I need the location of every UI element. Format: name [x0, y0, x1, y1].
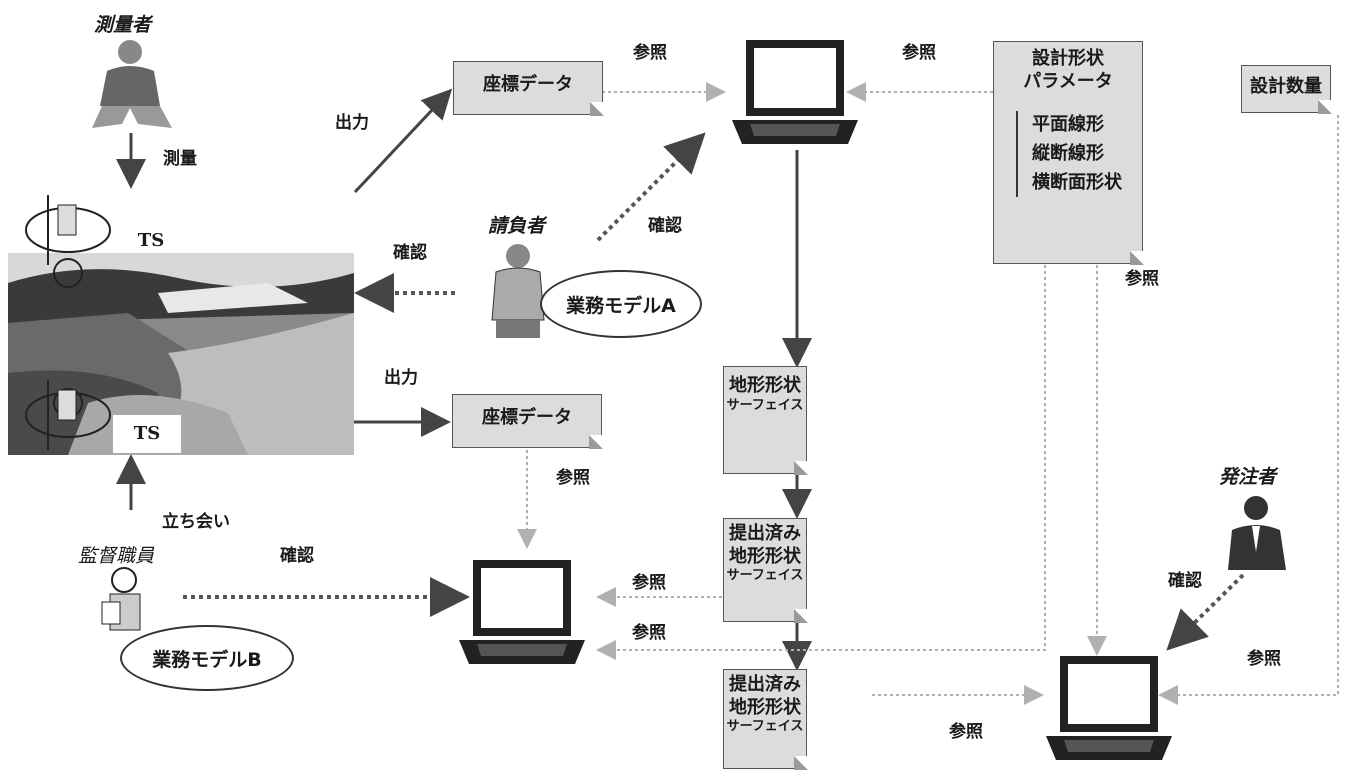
- terrain-line2: サーフェイス: [724, 398, 806, 414]
- model-b-ellipse: 業務モデルB: [120, 625, 294, 691]
- submitted1-line2: 地形形状: [724, 546, 806, 569]
- submitted2-line2: 地形形状: [724, 697, 806, 720]
- laptop-supervisor-icon: [455, 558, 589, 670]
- submitted1-line3: サーフェイス: [724, 568, 806, 584]
- terrain-surface-doc: 地形形状 サーフェイス: [723, 366, 807, 474]
- output-mid-label: 出力: [384, 363, 418, 388]
- total-station-icon-top: [8, 185, 118, 275]
- ref-laptop2-a-label: 参照: [632, 568, 666, 593]
- design-item-profile: 縦断線形: [1032, 140, 1142, 169]
- submitted2-line3: サーフェイス: [724, 719, 806, 735]
- design-params-line2: パラメータ: [994, 71, 1142, 94]
- coord-data-mid-label: 座標データ: [482, 407, 572, 428]
- submitted2-line1: 提出済み: [724, 674, 806, 697]
- submitted-surface-doc-2: 提出済み 地形形状 サーフェイス: [723, 669, 807, 769]
- laptop-contractor-icon: [728, 38, 862, 150]
- ref-laptop2-b-label: 参照: [632, 618, 666, 643]
- ref-design-label: 参照: [1125, 264, 1159, 289]
- design-params-doc: 設計形状 パラメータ 平面線形 縦断線形 横断面形状: [993, 41, 1143, 264]
- coord-data-mid-doc: 座標データ: [452, 394, 602, 448]
- model-b-label: 業務モデルB: [152, 645, 261, 672]
- model-a-ellipse: 業務モデルA: [540, 270, 702, 338]
- design-item-cross: 横断面形状: [1032, 169, 1142, 198]
- confirm-supervisor-label: 確認: [280, 541, 314, 566]
- model-a-label: 業務モデルA: [566, 291, 676, 318]
- ref-top-right-label: 参照: [902, 38, 936, 63]
- contractor-role: 請負者: [488, 211, 545, 238]
- output-top-label: 出力: [335, 108, 369, 133]
- ref-bottom-label: 参照: [949, 717, 983, 742]
- supervisor-figure: [96, 566, 156, 636]
- laptop-client-icon: [1042, 654, 1176, 766]
- survey-label: 測量: [163, 144, 197, 169]
- submitted-surface-doc-1: 提出済み 地形形状 サーフェイス: [723, 518, 807, 622]
- confirm-contractor-label: 確認: [648, 211, 682, 236]
- surveyor-figure: [82, 36, 182, 131]
- surveyor-role: 測量者: [94, 10, 151, 37]
- terrain-line1: 地形形状: [724, 375, 806, 398]
- confirm-client-label: 確認: [1168, 566, 1202, 591]
- design-quantity-label: 設計数量: [1250, 76, 1322, 97]
- client-role: 発注者: [1219, 462, 1276, 489]
- design-quantity-doc: 設計数量: [1241, 65, 1331, 113]
- design-items: 平面線形 縦断線形 横断面形状: [1016, 111, 1142, 197]
- coord-data-top-doc: 座標データ: [453, 61, 603, 115]
- coord-data-top-label: 座標データ: [483, 74, 573, 95]
- ref-coord-mid-label: 参照: [556, 463, 590, 488]
- ref-top-left-label: 参照: [633, 38, 667, 63]
- ref-quantity-to-laptop3: [1162, 115, 1338, 695]
- design-item-plan: 平面線形: [1032, 111, 1142, 140]
- witness-label: 立ち会い: [162, 507, 230, 532]
- client-figure: [1222, 492, 1292, 572]
- supervisor-role: 監督職員: [78, 541, 154, 568]
- total-station-icon-bottom: [8, 370, 118, 460]
- ts-label-top: TS: [126, 230, 176, 251]
- ref-right-label: 参照: [1247, 644, 1281, 669]
- design-params-line1: 設計形状: [994, 48, 1142, 71]
- submitted1-line1: 提出済み: [724, 523, 806, 546]
- confirm-photo-label: 確認: [393, 238, 427, 263]
- ts-label-bottom: TS: [113, 415, 181, 453]
